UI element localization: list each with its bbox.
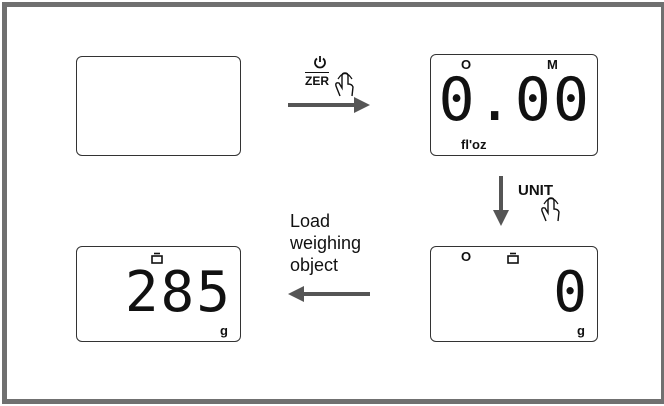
weight-reading: 0 (553, 260, 589, 325)
unit-label: fl'oz (461, 137, 487, 152)
unit-label: g (577, 323, 585, 338)
unit-button-label: UNIT (518, 182, 553, 199)
display-loaded: 285 g (76, 246, 241, 342)
zero-button-label: ZER (305, 72, 329, 88)
power-icon (314, 56, 326, 69)
arrow-down-icon (493, 176, 509, 226)
weight-icon (507, 252, 519, 264)
load-instruction-line-3: object (290, 255, 339, 275)
display-zeroed: O M 0.00 fl'oz (430, 54, 598, 156)
display-unit-changed: O 0 g (430, 246, 598, 342)
display-blank (76, 56, 241, 156)
finger-press-icon (335, 72, 354, 97)
stable-indicator: O (461, 249, 472, 264)
stable-indicator: O (461, 57, 472, 72)
weight-icon (151, 252, 163, 264)
load-instruction-line-2: weighing (290, 233, 362, 253)
weight-reading: 285 (124, 260, 232, 325)
mode-indicator: M (547, 57, 558, 72)
unit-label: g (220, 323, 228, 338)
finger-press-icon (541, 197, 560, 222)
arrow-right-icon (288, 97, 370, 113)
arrow-left-icon (288, 286, 370, 302)
weight-reading: 0.00 (438, 65, 591, 135)
load-instruction-line-1: Load (290, 211, 331, 231)
